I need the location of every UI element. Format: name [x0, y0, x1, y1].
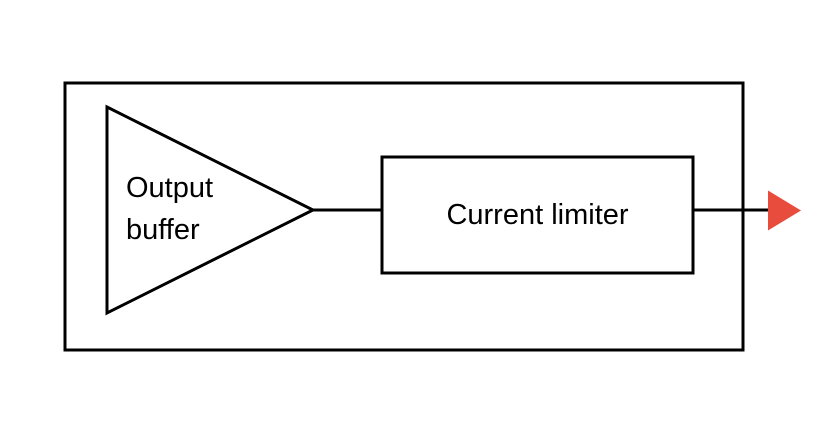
- output-buffer-triangle: [105, 104, 317, 316]
- output-buffer-label: Output buffer: [126, 172, 214, 246]
- enclosure-box: [63, 81, 745, 352]
- current-limiter-box: [380, 155, 695, 275]
- current-limiter-label: Current limiter: [446, 198, 629, 231]
- output-arrowhead-icon: [768, 190, 801, 231]
